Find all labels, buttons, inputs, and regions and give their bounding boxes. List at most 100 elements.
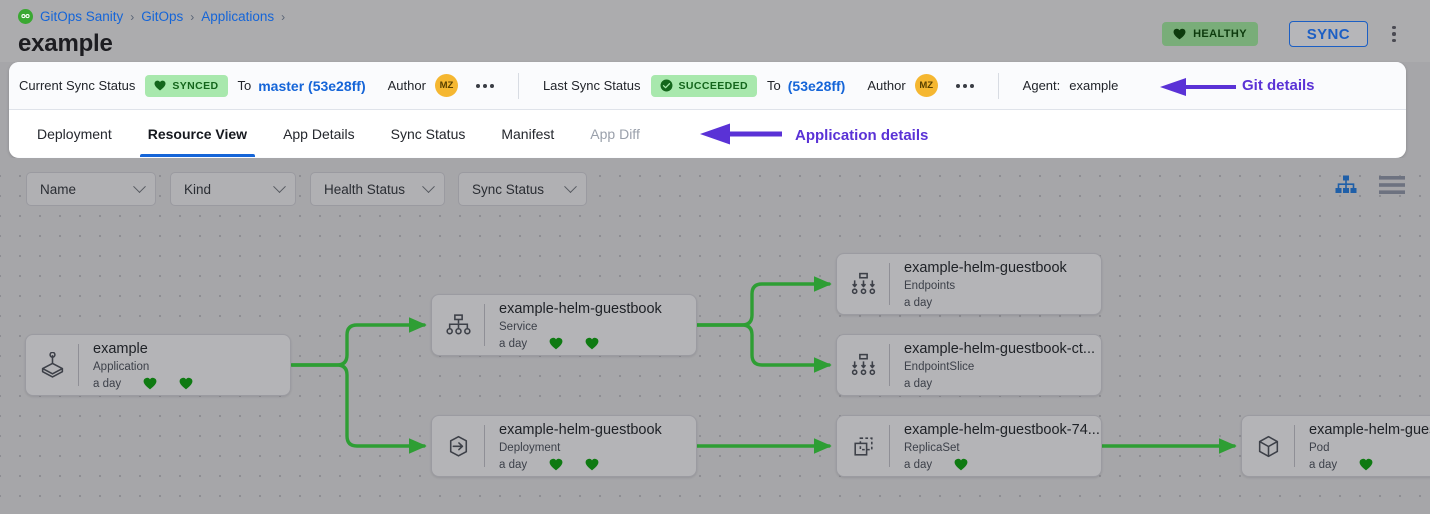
more-vertical-icon[interactable] (1384, 22, 1404, 46)
tab-deployment[interactable]: Deployment (37, 125, 112, 142)
node-service-example-helm-guestbook[interactable]: example-helm-guestbook Service a day (431, 294, 697, 356)
page-header: GitOps Sanity › GitOps › Applications › … (0, 0, 1430, 62)
pod-icon (1242, 416, 1294, 476)
filter-sync-status[interactable]: Sync Status (458, 172, 587, 206)
filter-health-status[interactable]: Health Status (310, 172, 445, 206)
sync-button[interactable]: SYNC (1288, 21, 1368, 47)
tab-resource-view[interactable]: Resource View (130, 110, 265, 157)
tree-view-icon[interactable] (1335, 175, 1357, 195)
avatar[interactable]: MZ (914, 74, 938, 97)
node-application-example[interactable]: example Application a day (25, 334, 291, 396)
divider (78, 344, 79, 386)
tab-manifest[interactable]: Manifest (501, 125, 555, 142)
node-replicaset-example-helm-guestbook-74[interactable]: example-helm-guestbook-74... ReplicaSet … (836, 415, 1102, 477)
node-kind: EndpointSlice (904, 361, 975, 374)
node-meta: a day (904, 458, 1101, 471)
edge-service-to-endpointslice (695, 323, 832, 373)
filter-health-status-label: Health Status (324, 181, 406, 197)
node-endpointslice-example-helm-guestbook-ct[interactable]: example-helm-guestbook-ct... EndpointSli… (836, 334, 1102, 396)
annotation-arrow-git-details (1160, 78, 1236, 96)
node-meta: a day (499, 337, 696, 350)
current-to-label: To (237, 78, 252, 93)
node-kind: Deployment (499, 441, 561, 454)
node-meta: a day (904, 378, 1101, 390)
current-sync-status-group: Current Sync Status SYNCED To master (53… (19, 62, 494, 110)
node-age: a day (93, 377, 122, 390)
node-age: a day (904, 458, 933, 471)
status-badge-label: HEALTHY (1193, 28, 1247, 40)
view-toggle-group (1335, 175, 1405, 195)
edge-app-to-deployment (290, 363, 427, 454)
sync-heart-icon (585, 459, 599, 471)
tab-sync-status[interactable]: Sync Status (390, 125, 466, 142)
node-title: example-helm-guestbook-74... (904, 421, 1100, 438)
node-deployment-example-helm-guestbook[interactable]: example-helm-guestbook Deployment a day (431, 415, 697, 477)
sync-heart-icon (179, 378, 193, 390)
status-badge-healthy: HEALTHY (1162, 22, 1258, 46)
node-body: example-helm-guestbook-74... ReplicaSet … (890, 421, 1101, 472)
page-title: example (18, 30, 113, 57)
last-revision-link[interactable]: (53e28ff) (787, 77, 846, 94)
node-body: example-helm-guestbook Deployment a day (485, 421, 696, 472)
breadcrumb-item-gitops[interactable]: GitOps (141, 9, 184, 24)
dot (475, 83, 480, 88)
dot (482, 83, 487, 88)
node-age: a day (904, 377, 933, 390)
check-circle-icon (660, 79, 672, 92)
current-revision-link[interactable]: master (53e28ff) (258, 77, 366, 94)
filter-sync-status-label: Sync Status (472, 181, 545, 197)
agent-value: example (1069, 78, 1119, 93)
tab-app-details[interactable]: App Details (283, 125, 355, 142)
node-kind: Application (93, 360, 150, 373)
more-horizontal-icon[interactable] (475, 83, 494, 88)
node-age: a day (499, 337, 528, 350)
node-meta: a day (904, 297, 1101, 309)
annotation-label-application-details: Application details (795, 127, 929, 144)
filter-kind[interactable]: Kind (170, 172, 296, 206)
divider (889, 425, 890, 467)
node-age: a day (1309, 458, 1338, 471)
more-horizontal-icon[interactable] (955, 83, 974, 88)
filter-kind-label: Kind (184, 181, 212, 197)
current-author-label: Author (387, 78, 426, 93)
tab-app-diff[interactable]: App Diff (590, 125, 640, 142)
health-heart-icon (143, 378, 157, 390)
divider (484, 425, 485, 467)
health-heart-icon (549, 338, 563, 350)
divider (889, 344, 890, 386)
filter-name[interactable]: Name (26, 172, 156, 206)
agent-label: Agent: (1022, 78, 1061, 93)
endpoints-icon (837, 254, 889, 314)
node-endpoints-example-helm-guestbook[interactable]: example-helm-guestbook Endpoints a day (836, 253, 1102, 315)
node-title: example-helm-guestbook-ct... (904, 341, 1095, 358)
health-heart-icon (1359, 459, 1373, 471)
chevron-down-icon (133, 179, 146, 193)
last-sync-status-label: Last Sync Status (542, 78, 641, 93)
node-title: example (93, 340, 148, 357)
heart-icon (1173, 28, 1186, 40)
node-pod-example-helm-guestbook-74[interactable]: example-helm-guestbook-74... Pod a day (1241, 415, 1430, 477)
sync-heart-icon (585, 338, 599, 350)
last-author-label: Author (867, 78, 906, 93)
divider (997, 72, 999, 99)
list-view-icon[interactable] (1379, 175, 1405, 195)
chevron-down-icon (564, 179, 577, 193)
divider (1294, 425, 1295, 467)
dot (962, 83, 967, 88)
breadcrumb-item-gitops-sanity[interactable]: GitOps Sanity (40, 9, 124, 24)
deployment-icon (432, 416, 484, 476)
dot (969, 83, 974, 88)
node-kind: Service (499, 320, 538, 333)
last-sync-status-group: Last Sync Status SUCCEEDED To (53e28ff) … (543, 62, 974, 110)
divider (517, 72, 519, 99)
dot (955, 83, 960, 88)
filter-name-label: Name (40, 181, 77, 197)
resource-graph[interactable]: Name Kind Health Status Sync Status (0, 158, 1430, 514)
last-sync-status-text: SUCCEEDED (678, 79, 749, 92)
breadcrumb-item-applications[interactable]: Applications (201, 9, 275, 24)
node-body: example-helm-guestbook-ct... EndpointSli… (890, 340, 1101, 390)
dot (1392, 25, 1396, 30)
avatar[interactable]: MZ (434, 74, 458, 97)
current-sync-status-text: SYNCED (172, 79, 219, 92)
